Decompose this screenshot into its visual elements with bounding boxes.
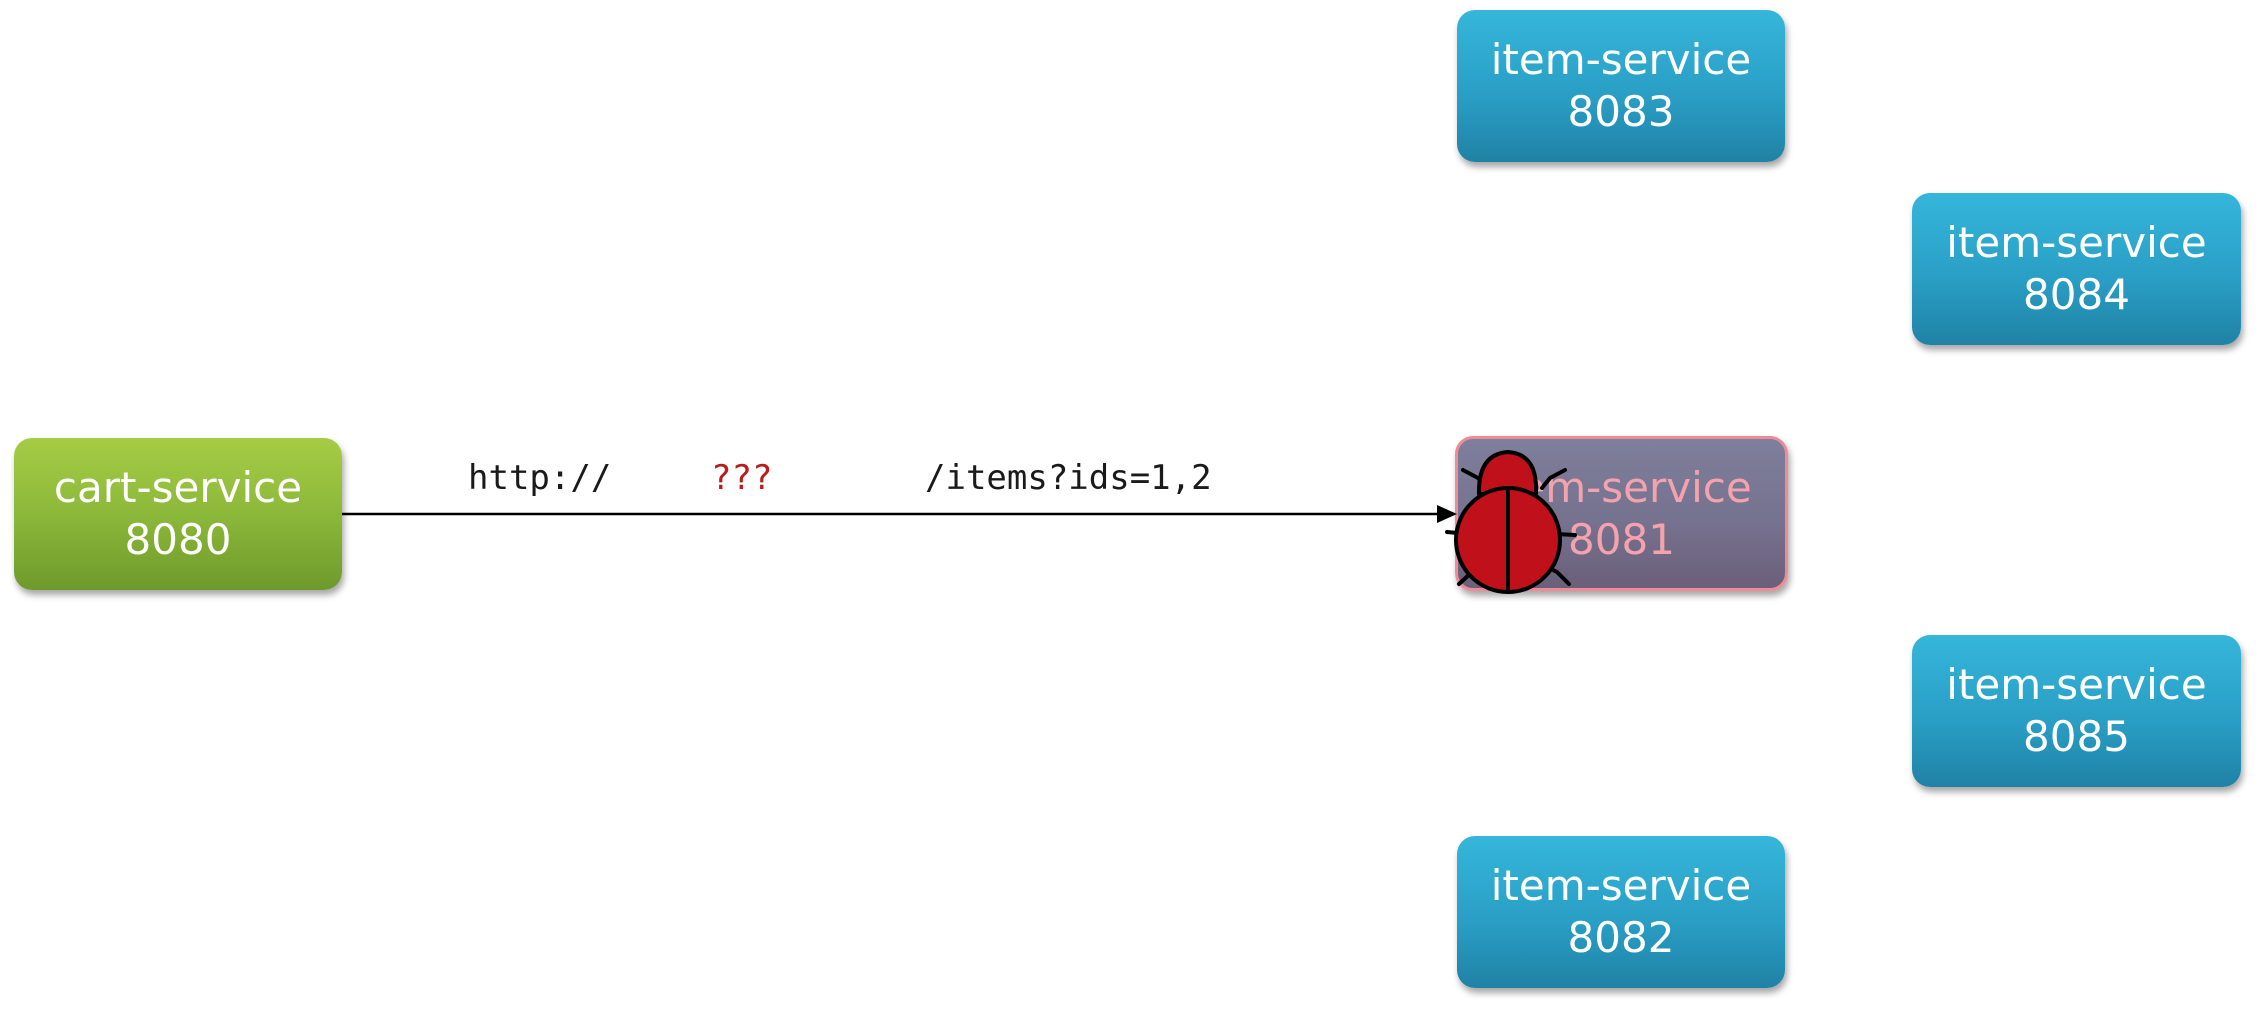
item-service-name: item-service	[1490, 35, 1752, 84]
item-service-node-8084: item-service 8084	[1912, 193, 2241, 345]
bug-icon	[1445, 450, 1577, 594]
request-path: /items?ids=1,2	[925, 458, 1212, 498]
item-service-node-8085: item-service 8085	[1912, 635, 2241, 787]
cart-service-node: cart-service 8080	[14, 438, 342, 590]
request-arrow	[342, 505, 1457, 523]
item-service-port: 8083	[1567, 87, 1675, 136]
item-service-name: item-service	[1946, 660, 2207, 709]
cart-service-port: 8080	[124, 515, 232, 564]
item-service-port: 8084	[2023, 270, 2130, 319]
item-service-port: 8085	[2023, 712, 2130, 761]
item-service-port: 8081	[1568, 514, 1675, 564]
item-service-port: 8082	[1567, 913, 1675, 962]
request-scheme: http://	[468, 458, 612, 498]
item-service-node-8082: item-service 8082	[1457, 836, 1785, 988]
item-service-name: item-service	[1946, 218, 2207, 267]
item-service-node-8083: item-service 8083	[1457, 10, 1785, 162]
item-service-name: item-service	[1490, 861, 1752, 910]
request-host-unknown: ???	[711, 458, 773, 498]
cart-service-name: cart-service	[53, 463, 303, 512]
